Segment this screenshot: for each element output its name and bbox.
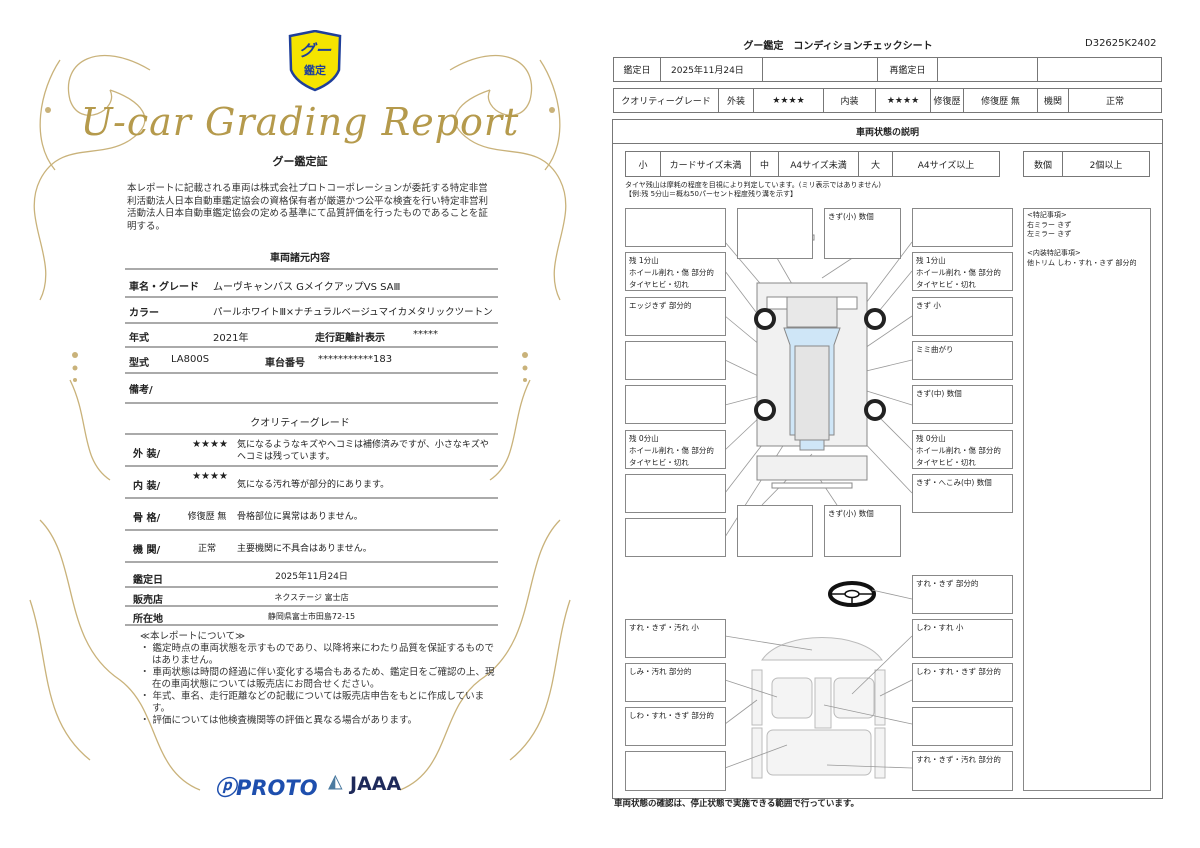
- exterior-box-left-front-tire: 残 1分山 ホイール削れ・傷 部分的 タイヤヒビ・切れ: [625, 252, 726, 291]
- legend-large: 大: [858, 151, 893, 177]
- exterior-box-right-rear-tire: 残 0分山 ホイール削れ・傷 部分的 タイヤヒビ・切れ: [912, 430, 1013, 469]
- grade-row-exterior: 外 装/ ★★★★ 気になるようなキズやヘコミは補修済みですが、小さなキズやヘコ…: [125, 435, 498, 467]
- info-row-date: 鑑定日 2025年11月24日: [125, 563, 498, 588]
- goo-kantei-shield-logo: グー 鑑定: [288, 30, 342, 92]
- interior-diagram: [751, 637, 886, 779]
- exterior-box-right-1: [912, 208, 1013, 247]
- sheet-title: グー鑑定 コンディションチェックシート: [743, 41, 933, 52]
- interior-box-right-4: [912, 707, 1013, 746]
- blank-cell: [1037, 57, 1162, 82]
- reinspect-value: [937, 57, 1038, 82]
- exterior-label: 外装: [718, 88, 754, 113]
- engine-value: 正常: [1068, 88, 1162, 113]
- grade-label: クオリティーグレード: [613, 88, 719, 113]
- engine-label: 機関: [1037, 88, 1069, 113]
- exterior-box-right-7: きず・へこみ(中) 数個: [912, 474, 1013, 513]
- exterior-stars: ★★★★: [753, 88, 824, 113]
- legend-medium-desc: A4サイズ未満: [778, 151, 859, 177]
- exterior-box-bottom-2: きず(小) 数個: [824, 505, 901, 557]
- steering-wheel-icon: [828, 581, 876, 607]
- interior-stars: ★★★★: [875, 88, 931, 113]
- jaaa-emblem-icon: ◭: [328, 770, 343, 792]
- interior-box-right-1: すれ・きず 部分的: [912, 575, 1013, 614]
- exterior-box-top-2: きず(小) 数個: [824, 208, 901, 259]
- vehicle-diagram: [724, 234, 913, 779]
- spec-row-color: カラー パールホワイトⅢ×ナチュラルベージュマイカメタリックツートン: [125, 298, 498, 324]
- exterior-box-left-7: [625, 474, 726, 513]
- certificate-text: 本レポートに記載される車両は株式会社プロトコーポレーションが委託する特定非営利活…: [127, 183, 489, 232]
- exterior-box-right-3: きず 小: [912, 297, 1013, 336]
- svg-text:グー: グー: [299, 41, 332, 60]
- info-row-address: 所在地 静岡県富士市田島72-15: [125, 607, 498, 626]
- legend-small-desc: カードサイズ未満: [660, 151, 751, 177]
- interior-box-left-4: [625, 751, 726, 791]
- repair-label: 修復歴: [930, 88, 964, 113]
- interior-box-left-2: しみ・汚れ 部分的: [625, 663, 726, 702]
- grade-title: クオリティーグレード: [250, 418, 350, 429]
- interior-box-left-1: すれ・きず・汚れ 小: [625, 619, 726, 658]
- tire-icons: [754, 308, 886, 421]
- jaaa-logo: JAAA: [350, 773, 402, 795]
- svg-text:鑑定: 鑑定: [304, 63, 326, 77]
- exterior-box-left-4: [625, 341, 726, 380]
- exterior-box-left-3: エッジきず 部分的: [625, 297, 726, 336]
- spec-row-model: 型式 LA800S 車台番号 ***********183: [125, 348, 498, 374]
- interior-box-right-3: しわ・すれ・きず 部分的: [912, 663, 1013, 702]
- spec-row-year: 年式 2021年 走行距離計表示 *****: [125, 324, 498, 348]
- footer-note: 車両状態の確認は、停止状態で実施できる範囲で行っています。: [614, 799, 860, 809]
- special-notes-box: <特記事項> 右ミラー きず 左ミラー きず <内装特記事項> 他トリム しわ・…: [1023, 208, 1151, 791]
- interior-leader-lines: [724, 589, 913, 769]
- certificate-title: グー鑑定証: [272, 155, 328, 168]
- car-body-outline: [756, 234, 868, 489]
- proto-logo: ⓟPROTO: [215, 776, 318, 800]
- date-label: 鑑定日: [613, 57, 661, 82]
- exterior-box-bottom-1: [737, 505, 813, 557]
- exterior-box-left-rear-tire: 残 0分山 ホイール削れ・傷 部分的 タイヤヒビ・切れ: [625, 430, 726, 469]
- tire-note: タイヤ残山は摩耗の程度を目視により判定しています。(ミリ表示ではありません): [625, 181, 881, 189]
- interior-box-right-5: すれ・きず・汚れ 部分的: [912, 751, 1013, 791]
- spec-title: 車両諸元内容: [270, 253, 330, 264]
- exterior-box-left-1: [625, 208, 726, 247]
- report-notes: ≪本レポートについて≫ ・ 鑑定時点の車両状態を示すものであり、以降将来にわたり…: [140, 631, 495, 726]
- legend-large-desc: A4サイズ以上: [892, 151, 1000, 177]
- grade-row-interior: 内 装/ ★★★★ 気になる汚れ等が部分的にあります。: [125, 467, 498, 499]
- repair-value: 修復歴 無: [963, 88, 1038, 113]
- legend-medium: 中: [750, 151, 779, 177]
- exterior-box-top-1: [737, 208, 813, 259]
- spec-row-name: 車名・グレード ムーヴキャンバス GメイクアップVS SAⅢ: [125, 270, 498, 298]
- tire-example-note: 【例:残 5分山＝概ね50パーセント程度残り溝を示す】: [625, 190, 797, 198]
- document-id: D32625K2402: [1085, 38, 1157, 49]
- exterior-box-right-5: きず(中) 数個: [912, 385, 1013, 424]
- grade-row-frame: 骨 格/ 修復歴 無 骨格部位に異常はありません。: [125, 499, 498, 531]
- blank-cell: [762, 57, 878, 82]
- section-title: 車両状態の説明: [612, 119, 1163, 144]
- exterior-box-right-4: ミミ曲がり: [912, 341, 1013, 380]
- date-value: 2025年11月24日: [660, 57, 763, 82]
- interior-box-right-2: しわ・すれ 小: [912, 619, 1013, 658]
- grade-row-engine: 機 関/ 正常 主要機関に不具合はありません。: [125, 531, 498, 563]
- reinspect-label: 再鑑定日: [877, 57, 938, 82]
- gold-ornament-frame: [29, 54, 571, 791]
- interior-label: 内装: [823, 88, 876, 113]
- report-title: U-car Grading Report: [80, 100, 520, 144]
- interior-box-left-3: しわ・すれ・きず 部分的: [625, 707, 726, 746]
- spec-row-remarks: 備考/: [125, 374, 498, 404]
- legend-count: 数個: [1023, 151, 1063, 177]
- info-row-dealer: 販売店 ネクステージ 富士店: [125, 588, 498, 607]
- exterior-box-right-front-tire: 残 1分山 ホイール削れ・傷 部分的 タイヤヒビ・切れ: [912, 252, 1013, 291]
- legend-small: 小: [625, 151, 661, 177]
- exterior-box-left-5: [625, 385, 726, 424]
- legend-count-desc: 2個以上: [1062, 151, 1150, 177]
- exterior-box-left-8: [625, 518, 726, 557]
